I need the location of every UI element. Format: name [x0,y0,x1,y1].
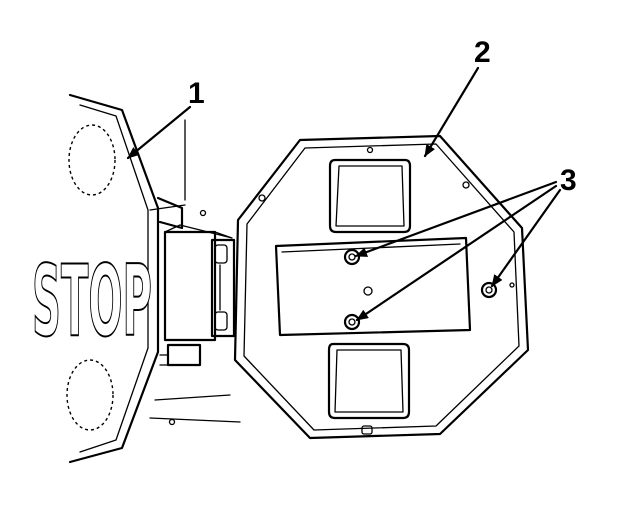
stop-sign-back-panel [233,134,530,440]
mounting-nut-upper [343,248,361,266]
stop-sign: STOP [31,93,160,464]
callout-3: 3 [354,164,577,322]
octagon-outer-edge [233,134,530,440]
center-mounting-plate [274,236,472,337]
callout-label-2: 2 [474,36,491,69]
callout-3-arrow-upper [354,180,558,258]
callout-2: 2 [423,36,491,158]
lower-lamp-outline [66,359,114,431]
octagon-inner-edge [243,143,520,431]
mounting-nut-right [480,281,498,299]
callout-3-arrow-right [490,188,562,288]
hinge-assembly [156,196,236,367]
callout-1-arrow [126,105,192,160]
vehicle-body-lines [149,119,241,426]
callout-label-1: 1 [188,77,205,110]
upper-lamp-housing [328,158,412,234]
callout-label-3: 3 [560,164,577,197]
callout-2-arrow [423,66,480,158]
stop-sign-outline [68,93,160,464]
callout-1: 1 [126,77,205,160]
stop-sign-text: STOP [32,245,152,359]
upper-lamp-outline [68,124,116,196]
lower-lamp-housing [327,342,411,420]
mounting-nut-lower [343,313,361,331]
callout-3-arrow-lower [355,184,558,322]
